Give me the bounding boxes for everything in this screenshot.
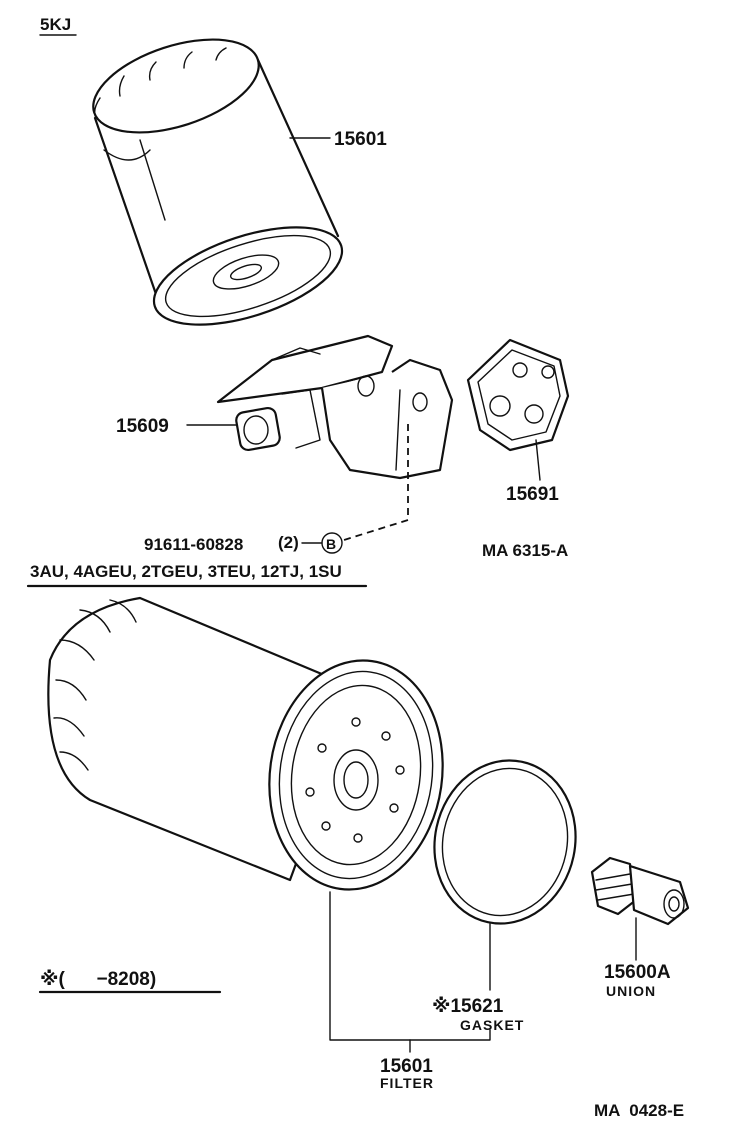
figure-code-top: MA 6315-A (482, 541, 568, 560)
part-number-15601-top: 15601 (334, 129, 387, 150)
bolt-ref-circle (321, 532, 343, 554)
top-oil-filter-drawing (92, 38, 344, 326)
leader-15691 (535, 439, 541, 481)
part-number-15601-bottom: 15601 (380, 1056, 433, 1077)
part-name-gasket: GASKET (460, 1017, 524, 1033)
date-range-note: ※( −8208) (40, 969, 156, 990)
part-number-15691: 15691 (506, 484, 559, 505)
bolt-dashed-leader (343, 424, 409, 541)
part-name-filter: FILTER (380, 1075, 434, 1091)
part-number-15609: 15609 (116, 416, 169, 437)
filter-bracket-drawing (216, 334, 454, 480)
part-number-15600a: 15600A (604, 962, 671, 983)
union-fitting-drawing (590, 856, 690, 926)
bottom-oil-filter-drawing (47, 596, 444, 891)
figure-code-bottom: MA 0428-E (594, 1101, 684, 1120)
section-heading-engines: 3AU, 4AGEU, 2TGEU, 3TEU, 12TJ, 1SU (30, 562, 342, 581)
part-name-union: UNION (606, 983, 656, 999)
bolt-part-number: 91611-60828 (144, 535, 243, 554)
bracket-gasket-drawing (466, 338, 570, 452)
bolt-ref-letter: B (326, 536, 336, 552)
section-heading-5kj: 5KJ (40, 15, 71, 34)
part-number-15621: ※15621 (432, 996, 504, 1017)
bolt-quantity: (2) (278, 533, 299, 552)
gasket-ring-inner (441, 767, 569, 917)
gasket-ring-outer (433, 759, 577, 925)
